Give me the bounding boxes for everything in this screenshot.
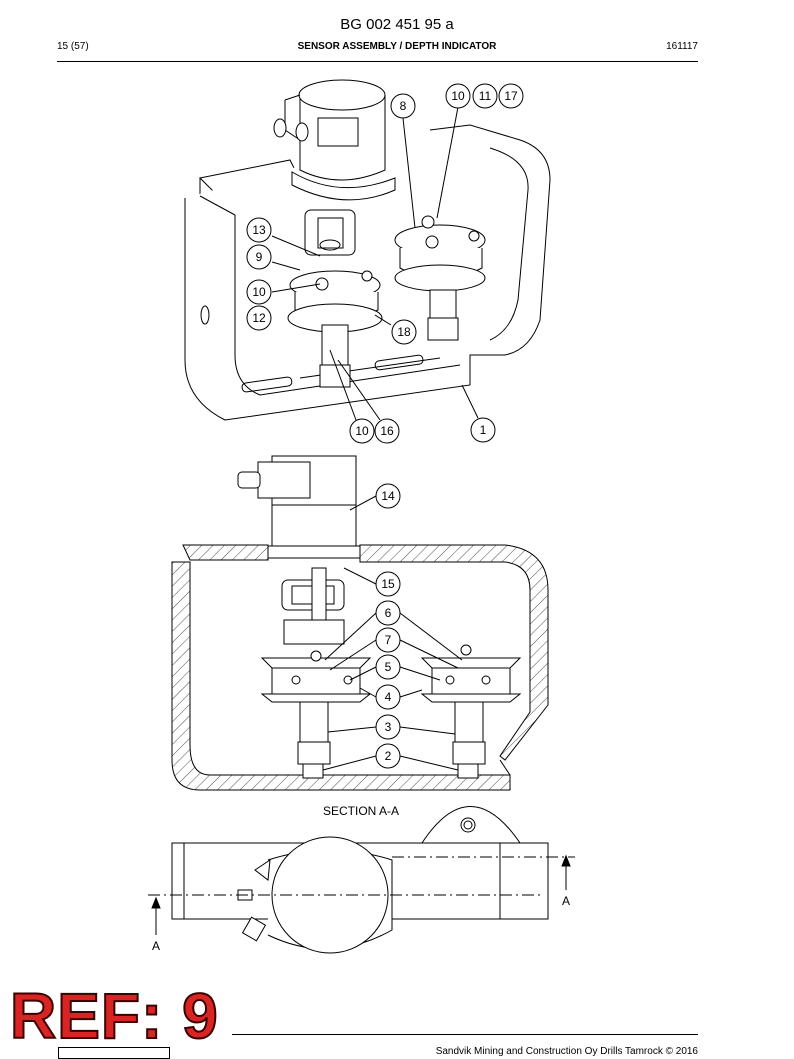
- callout-1: 1: [480, 423, 487, 437]
- callout-9: 9: [256, 250, 263, 264]
- page-number: 15 (57): [57, 41, 89, 52]
- page-title: SENSOR ASSEMBLY / DEPTH INDICATOR: [297, 41, 497, 52]
- section-view: [171, 455, 549, 791]
- isometric-view: [184, 79, 551, 421]
- callout-4: 4: [385, 690, 392, 704]
- callout-3: 3: [385, 720, 392, 734]
- isometric-callouts: 8 10 11 17 13 9 10 12 18 10 16 1: [246, 83, 524, 444]
- footer-rule: [232, 1034, 698, 1035]
- copyright-text: Sandvik Mining and Construction Oy Drill…: [435, 1046, 698, 1057]
- callout-11: 11: [479, 89, 492, 103]
- callout-15: 15: [381, 577, 395, 591]
- date-code: 161117: [666, 41, 698, 52]
- header-rule: [57, 61, 698, 62]
- document-number: BG 002 451 95 a: [340, 16, 454, 33]
- cut-label-left: A: [152, 939, 160, 953]
- callout-7: 7: [385, 633, 392, 647]
- section-callouts: 14 15 6 7 5 4 3 2: [375, 483, 401, 769]
- callout-12: 12: [252, 311, 266, 325]
- callout-6: 6: [385, 606, 392, 620]
- ref-stamp: REF: 9: [9, 980, 219, 1052]
- section-label: SECTION A-A: [323, 804, 399, 818]
- callout-18: 18: [397, 325, 411, 339]
- callout-10: 10: [451, 89, 465, 103]
- callout-5: 5: [385, 660, 392, 674]
- callout-8: 8: [400, 99, 407, 113]
- callout-14: 14: [381, 489, 395, 503]
- company-logo: [58, 1047, 170, 1059]
- callout-17: 17: [504, 89, 518, 103]
- callout-10b: 10: [252, 285, 266, 299]
- plan-view: [148, 806, 575, 954]
- callout-16: 16: [380, 424, 394, 438]
- cut-label-right: A: [562, 894, 570, 908]
- callout-2: 2: [385, 749, 392, 763]
- callout-10c: 10: [355, 424, 369, 438]
- callout-13: 13: [252, 223, 266, 237]
